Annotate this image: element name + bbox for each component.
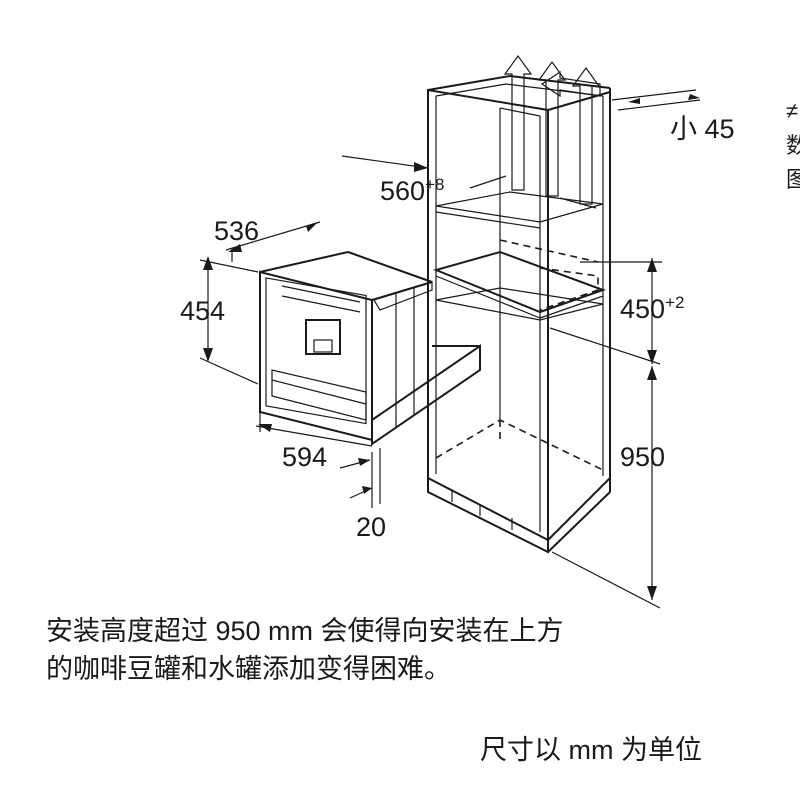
dim-min45-label: 小 45	[670, 114, 735, 144]
dim-454-label: 454	[180, 296, 225, 326]
installation-note-line-2: 的咖啡豆罐和水罐添加变得困难。	[46, 654, 451, 684]
side-cut-text-2: 数	[786, 133, 800, 158]
dim-450-tolerance: +2	[665, 293, 684, 312]
tall-cabinet	[427, 75, 611, 554]
dim-560-tolerance: +8	[425, 175, 444, 194]
dimension-lines	[199, 89, 701, 609]
side-cut-text-1: ≠	[786, 98, 799, 123]
dim-594-label: 594	[282, 442, 327, 472]
dim-20-label: 20	[356, 512, 386, 542]
coffee-machine	[259, 251, 481, 446]
installation-note-line-1: 安装高度超过 950 mm 会使得向安装在上方	[46, 616, 564, 646]
side-cut-text-3: 图	[786, 167, 800, 192]
dim-450-label: 450+2	[620, 293, 684, 324]
dim-950-label: 950	[620, 442, 665, 472]
units-label: 尺寸以 mm 为单位	[480, 735, 702, 765]
dim-536-label: 536	[214, 216, 259, 246]
ventilation-arrows	[469, 54, 601, 209]
dim-560-label: 560+8	[380, 175, 444, 206]
installation-note: 安装高度超过 950 mm 会使得向安装在上方 的咖啡豆罐和水罐添加变得困难。	[46, 612, 564, 688]
